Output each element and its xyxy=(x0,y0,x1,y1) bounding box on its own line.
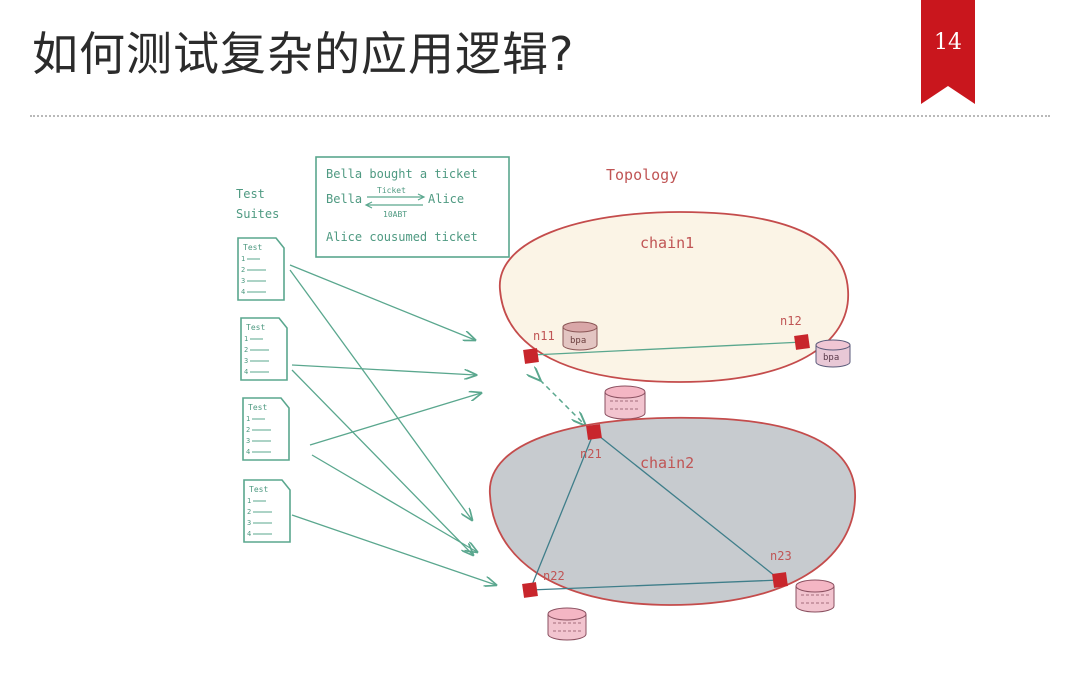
test-suites-label-line2: Suites xyxy=(236,207,279,221)
test-doc-item: 4 xyxy=(247,530,251,538)
test-doc-2: Test 1 2 3 4 xyxy=(241,318,287,380)
node-n21 xyxy=(586,424,602,440)
test-doc-item: 3 xyxy=(246,437,250,445)
test-doc-item: 2 xyxy=(247,508,251,516)
test-doc-4: Test 1 2 3 4 xyxy=(244,480,290,542)
test-doc-item: 4 xyxy=(246,448,250,456)
story-line-3: Alice cousumed ticket xyxy=(326,230,478,244)
test-arrow xyxy=(292,515,496,585)
node-n22-label: n22 xyxy=(543,569,565,583)
node-n21-label: n21 xyxy=(580,447,602,461)
test-doc-item: 1 xyxy=(247,497,251,505)
topology-label: Topology xyxy=(606,166,678,184)
story-box: Bella bought a ticket Bella Alice Ticket… xyxy=(316,157,509,257)
test-arrow xyxy=(290,265,475,340)
database-icon: bpa xyxy=(563,322,597,350)
test-arrow xyxy=(292,365,476,375)
test-doc-header: Test xyxy=(246,323,265,332)
test-doc-item: 1 xyxy=(241,255,245,263)
chain2: chain2 n21 n22 n23 xyxy=(490,418,855,605)
database-icon xyxy=(796,580,834,612)
chain1: chain1 n11 n12 bpa bpa xyxy=(500,212,850,382)
test-doc-item: 3 xyxy=(247,519,251,527)
story-payment: 10ABT xyxy=(383,210,407,219)
story-ticket: Ticket xyxy=(377,186,406,195)
test-doc-item: 3 xyxy=(244,357,248,365)
node-n23-label: n23 xyxy=(770,549,792,563)
test-doc-item: 3 xyxy=(241,277,245,285)
node-n11 xyxy=(523,348,539,364)
test-doc-1: Test 1 2 3 4 xyxy=(238,238,284,300)
chain2-label: chain2 xyxy=(640,454,694,472)
chain1-label: chain1 xyxy=(640,234,694,252)
test-suites-label-line1: Test xyxy=(236,187,265,201)
node-n11-label: n11 xyxy=(533,329,555,343)
story-from: Bella xyxy=(326,192,362,206)
story-line-1: Bella bought a ticket xyxy=(326,167,478,181)
test-doc-header: Test xyxy=(243,243,262,252)
test-doc-item: 1 xyxy=(246,415,250,423)
test-doc-item: 2 xyxy=(246,426,250,434)
node-n12-label: n12 xyxy=(780,314,802,328)
test-doc-item: 4 xyxy=(241,288,245,296)
node-n12 xyxy=(794,334,810,350)
cross-chain-link xyxy=(540,380,585,425)
test-doc-item: 2 xyxy=(241,266,245,274)
db-label: bpa xyxy=(823,353,839,363)
db-label: bpa xyxy=(570,336,586,346)
test-doc-item: 4 xyxy=(244,368,248,376)
node-n22 xyxy=(522,582,538,598)
test-arrows xyxy=(290,265,496,585)
test-arrow xyxy=(310,393,481,445)
node-n23 xyxy=(772,572,788,588)
database-icon xyxy=(605,386,645,419)
database-icon: bpa xyxy=(816,340,850,367)
test-doc-header: Test xyxy=(248,403,267,412)
test-doc-header: Test xyxy=(249,485,268,494)
test-doc-item: 2 xyxy=(244,346,248,354)
test-doc-item: 1 xyxy=(244,335,248,343)
story-to: Alice xyxy=(428,192,464,206)
database-icon xyxy=(548,608,586,640)
test-arrow xyxy=(312,455,477,552)
test-doc-3: Test 1 2 3 4 xyxy=(243,398,289,460)
